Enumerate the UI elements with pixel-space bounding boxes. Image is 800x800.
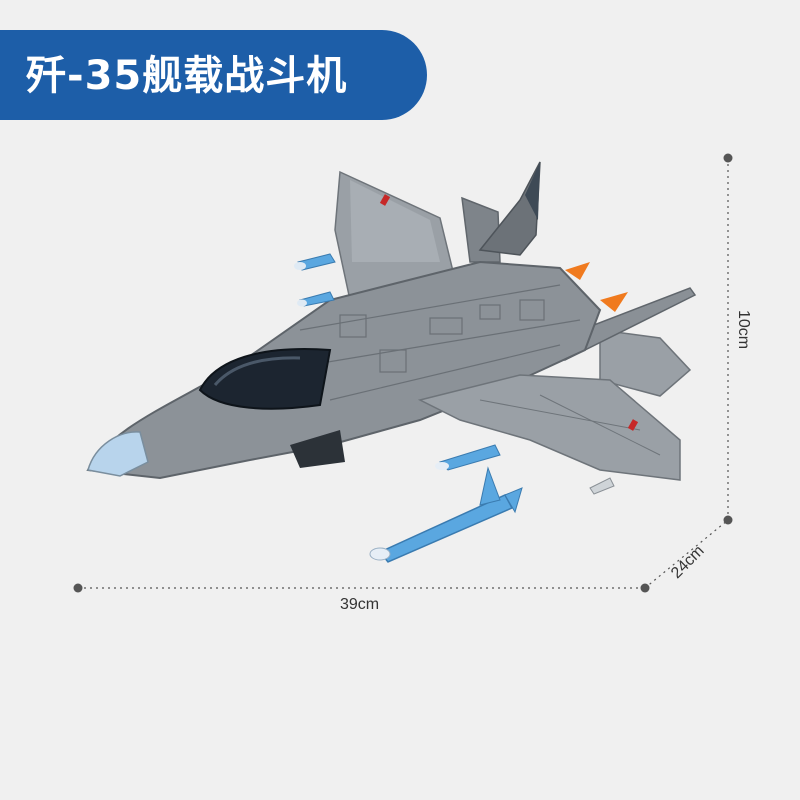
canopy	[198, 348, 332, 410]
dimension-height-label: 10cm	[735, 310, 752, 350]
dimension-width-label: 39cm	[340, 596, 380, 613]
fuselage	[86, 260, 602, 480]
air-intake	[290, 430, 345, 468]
upper-missiles	[294, 253, 336, 307]
dim-dot-left	[73, 583, 83, 593]
product-title: 歼-35舰载战斗机	[26, 53, 348, 99]
dim-dot-right	[640, 583, 650, 593]
engine-flames	[565, 262, 628, 312]
large-missile	[369, 466, 523, 563]
nose-cone	[87, 431, 149, 477]
dim-dot-bottom	[723, 515, 733, 525]
dimension-lines	[78, 158, 729, 589]
horizontal-stabilizer	[599, 329, 692, 397]
fighter-jet-model	[86, 161, 697, 563]
title-banner	[0, 30, 427, 120]
dim-dot-top	[723, 153, 733, 163]
small-missile	[435, 444, 501, 471]
wingtip-pod	[589, 477, 615, 495]
